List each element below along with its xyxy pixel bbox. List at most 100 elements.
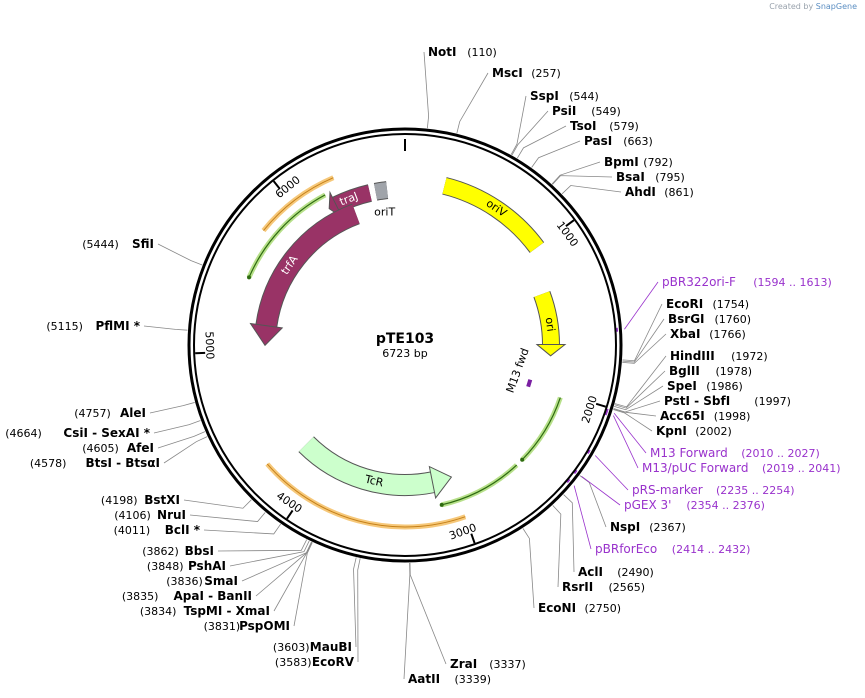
m13-fwd-arrow bbox=[526, 379, 533, 388]
feature-label-ori: ori bbox=[543, 316, 558, 332]
feature-label-traJ: traJ bbox=[338, 189, 360, 208]
leader-22 bbox=[409, 562, 447, 665]
backbone-inner bbox=[193, 133, 617, 557]
green-arc-1 bbox=[441, 463, 519, 508]
site-position: (2002) bbox=[695, 425, 732, 438]
primer-name: M13 Forward bbox=[650, 446, 728, 460]
leader-17 bbox=[613, 409, 653, 432]
primer-leader-5 bbox=[573, 485, 592, 550]
site-position: (4664) bbox=[5, 427, 42, 440]
green-arc-edge-2 bbox=[248, 194, 326, 278]
primer-range: (2010 .. 2027) bbox=[741, 447, 820, 460]
site-leader-lines bbox=[143, 51, 667, 680]
site-position: (4578) bbox=[30, 457, 67, 470]
primer-leader-1 bbox=[613, 412, 647, 454]
site-position: (3836) bbox=[166, 575, 203, 588]
site-position: (1754) bbox=[713, 298, 750, 311]
feature-oriV bbox=[442, 178, 544, 253]
snapgene-brand: SnapGene bbox=[815, 2, 857, 11]
site-name: BpmI bbox=[604, 155, 639, 169]
feature-arcs bbox=[246, 175, 563, 530]
leader-40 bbox=[157, 243, 203, 266]
leader-3 bbox=[511, 110, 549, 156]
leader-9 bbox=[622, 303, 663, 362]
site-name: BbsI bbox=[185, 544, 214, 558]
backbone bbox=[187, 127, 623, 563]
site-position: (3337) bbox=[489, 658, 526, 671]
primer-range: (1594 .. 1613) bbox=[753, 276, 832, 289]
primer-leader-2 bbox=[613, 415, 639, 469]
leader-14 bbox=[614, 385, 664, 411]
site-name: EcoNI bbox=[538, 601, 576, 615]
green-arc-tip-2 bbox=[247, 275, 252, 280]
leader-4 bbox=[516, 125, 567, 159]
site-position: (3848) bbox=[147, 560, 184, 573]
leader-25 bbox=[357, 558, 361, 663]
primer-name: pRS-marker bbox=[632, 483, 703, 497]
orange-arc-edge-0 bbox=[266, 463, 466, 528]
leader-5 bbox=[531, 140, 581, 168]
site-position: (3583) bbox=[275, 656, 312, 669]
tick-4000 bbox=[286, 509, 294, 520]
tick-6000 bbox=[272, 180, 281, 190]
leader-34 bbox=[183, 499, 252, 509]
leader-20 bbox=[552, 505, 562, 588]
orange-arc-edge-1 bbox=[263, 177, 334, 231]
leader-32 bbox=[203, 523, 281, 535]
site-position: (2750) bbox=[585, 602, 622, 615]
site-name: PflMI * bbox=[95, 319, 140, 333]
tick-label-5000: 5000 bbox=[202, 331, 216, 359]
primer-name: M13/pUC Forward bbox=[642, 461, 749, 475]
site-position: (3834) bbox=[140, 605, 177, 618]
feature-ori bbox=[534, 291, 559, 345]
backbone-outer bbox=[187, 127, 623, 563]
site-position: (544) bbox=[569, 90, 599, 103]
leader-10 bbox=[622, 318, 665, 363]
tick-label-2000: 2000 bbox=[579, 394, 600, 425]
site-name: SfiI bbox=[132, 237, 154, 251]
site-position: (4757) bbox=[74, 407, 111, 420]
site-name: XbaI bbox=[670, 327, 700, 341]
site-labels: NotI(110)MscI(257)SspI(544)PsiI(549)TsoI… bbox=[5, 45, 840, 686]
site-name: MauBI bbox=[310, 640, 352, 654]
site-position: (1986) bbox=[706, 380, 743, 393]
site-name: BstXI bbox=[144, 493, 180, 507]
site-position: (1760) bbox=[715, 313, 752, 326]
leader-36 bbox=[157, 431, 206, 449]
site-position: (4198) bbox=[101, 494, 138, 507]
leader-18 bbox=[579, 475, 607, 528]
primer-range: (2235 .. 2254) bbox=[716, 484, 795, 497]
site-name: EcoRV bbox=[312, 655, 355, 669]
site-name: BsaI bbox=[616, 170, 645, 184]
site-position: (3339) bbox=[455, 673, 492, 686]
leader-6 bbox=[551, 161, 601, 185]
m13-fwd-label: M13 fwd bbox=[504, 346, 532, 394]
site-name: TsoI bbox=[570, 119, 596, 133]
site-position: (4011) bbox=[114, 524, 151, 537]
leader-16 bbox=[613, 408, 657, 417]
site-name: ZraI bbox=[450, 657, 477, 671]
site-position: (1972) bbox=[731, 350, 768, 363]
site-name: PshAI bbox=[188, 559, 226, 573]
leader-0 bbox=[423, 51, 430, 129]
feature-TcR bbox=[299, 436, 435, 495]
leader-8 bbox=[561, 185, 622, 195]
site-name: Acc65I bbox=[660, 409, 705, 423]
primer-range: (2019 .. 2041) bbox=[762, 462, 841, 475]
green-arc-tip-1 bbox=[439, 502, 444, 507]
site-name: SspI bbox=[530, 89, 559, 103]
site-position: (663) bbox=[623, 135, 653, 148]
leader-26 bbox=[293, 542, 313, 627]
leader-2 bbox=[510, 95, 527, 155]
leader-1 bbox=[456, 72, 489, 134]
site-position: (861) bbox=[664, 186, 694, 199]
tick-2000 bbox=[595, 402, 607, 408]
site-name: PstI - SbfI bbox=[664, 394, 730, 408]
site-position: (110) bbox=[467, 46, 497, 59]
site-position: (257) bbox=[531, 67, 561, 80]
site-position: (795) bbox=[655, 171, 685, 184]
site-position: (5444) bbox=[82, 238, 119, 251]
site-name: NspI bbox=[610, 520, 640, 534]
